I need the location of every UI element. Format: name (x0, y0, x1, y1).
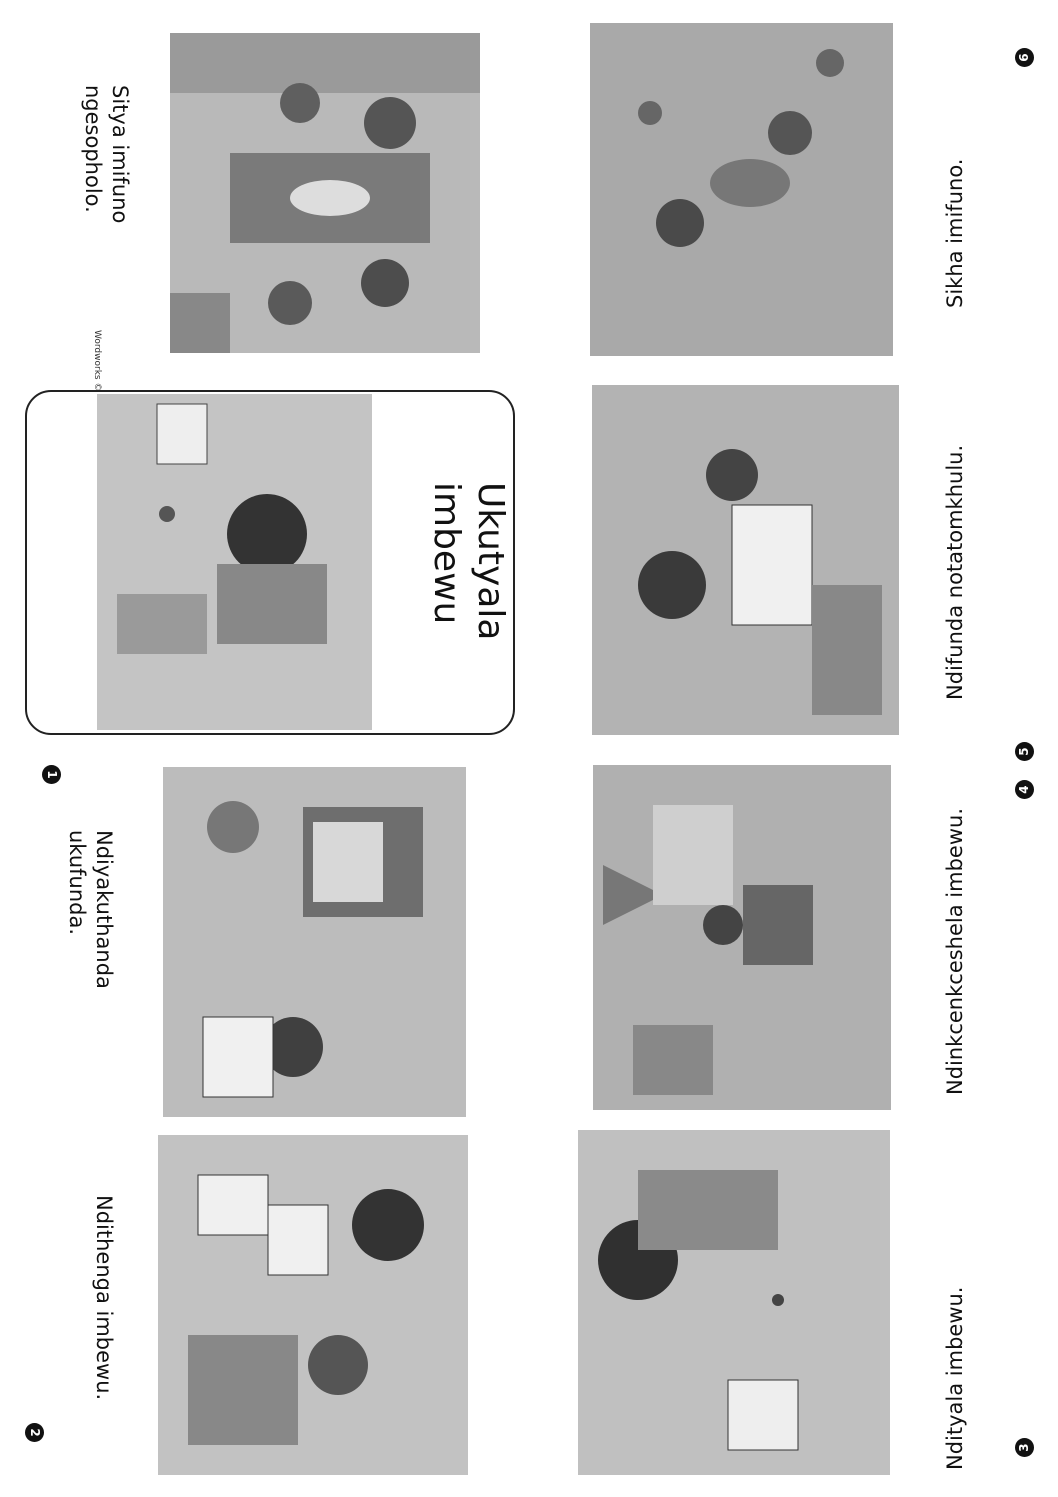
page-number-1: 1 (42, 765, 61, 784)
illustration-reading-with-grandfather (592, 385, 899, 735)
page-1-text-line2: ukufunda. (65, 830, 89, 936)
page-3-text-line1: Ndityala imbewu. (943, 1286, 967, 1470)
cover-card: Ukutyala imbewu (25, 390, 515, 735)
page-number-3: 3 (1015, 1438, 1034, 1457)
page-number-5: 5 (1015, 742, 1034, 761)
page-2-text: Ndithenga imbewu. (90, 1195, 117, 1400)
publisher-logo: Wordworks © (92, 330, 102, 391)
page-5-text-line1: Ndifunda notatomkhulu. (943, 444, 967, 700)
illustration-planting-seeds (578, 1130, 890, 1475)
book-title-line1: Ukutyala (470, 482, 511, 641)
page-6-text-line1: Sikha imifuno. (943, 158, 967, 308)
page-number-2: 2 (25, 1423, 44, 1442)
page-5-text: Ndifunda notatomkhulu. (942, 445, 969, 700)
illustration-family-meal (170, 33, 480, 353)
page-7-text-line2: ngesopholo. (81, 85, 105, 213)
page-7-text: Sitya imifuno ngesopholo. (79, 85, 133, 223)
page-6-text: Sikha imifuno. (942, 159, 969, 308)
page-1-text: Ndiyakuthanda ukufunda. (63, 830, 117, 989)
illustration-cover-boy-planting (97, 394, 372, 730)
page-3-text: Ndityala imbewu. (942, 1287, 969, 1470)
page-7-text-line1: Sitya imifuno (108, 85, 132, 224)
page-number-4: 4 (1015, 780, 1034, 799)
book-title: Ukutyala imbewu (424, 482, 512, 640)
page-4-text: Ndinkcenkceshela imbewu. (942, 808, 969, 1095)
illustration-harvesting-vegetables (590, 23, 893, 356)
page-number-6: 6 (1015, 48, 1034, 67)
page-4-text-line1: Ndinkcenkceshela imbewu. (943, 808, 967, 1095)
book-title-line2: imbewu (426, 482, 467, 625)
publisher-name: Wordworks (92, 330, 102, 380)
page-2-text-line1: Ndithenga imbewu. (92, 1195, 116, 1401)
illustration-boy-reading (163, 767, 466, 1117)
page-1-text-line1: Ndiyakuthanda (92, 830, 116, 989)
illustration-watering-seeds (593, 765, 891, 1110)
illustration-buying-seeds (158, 1135, 468, 1475)
